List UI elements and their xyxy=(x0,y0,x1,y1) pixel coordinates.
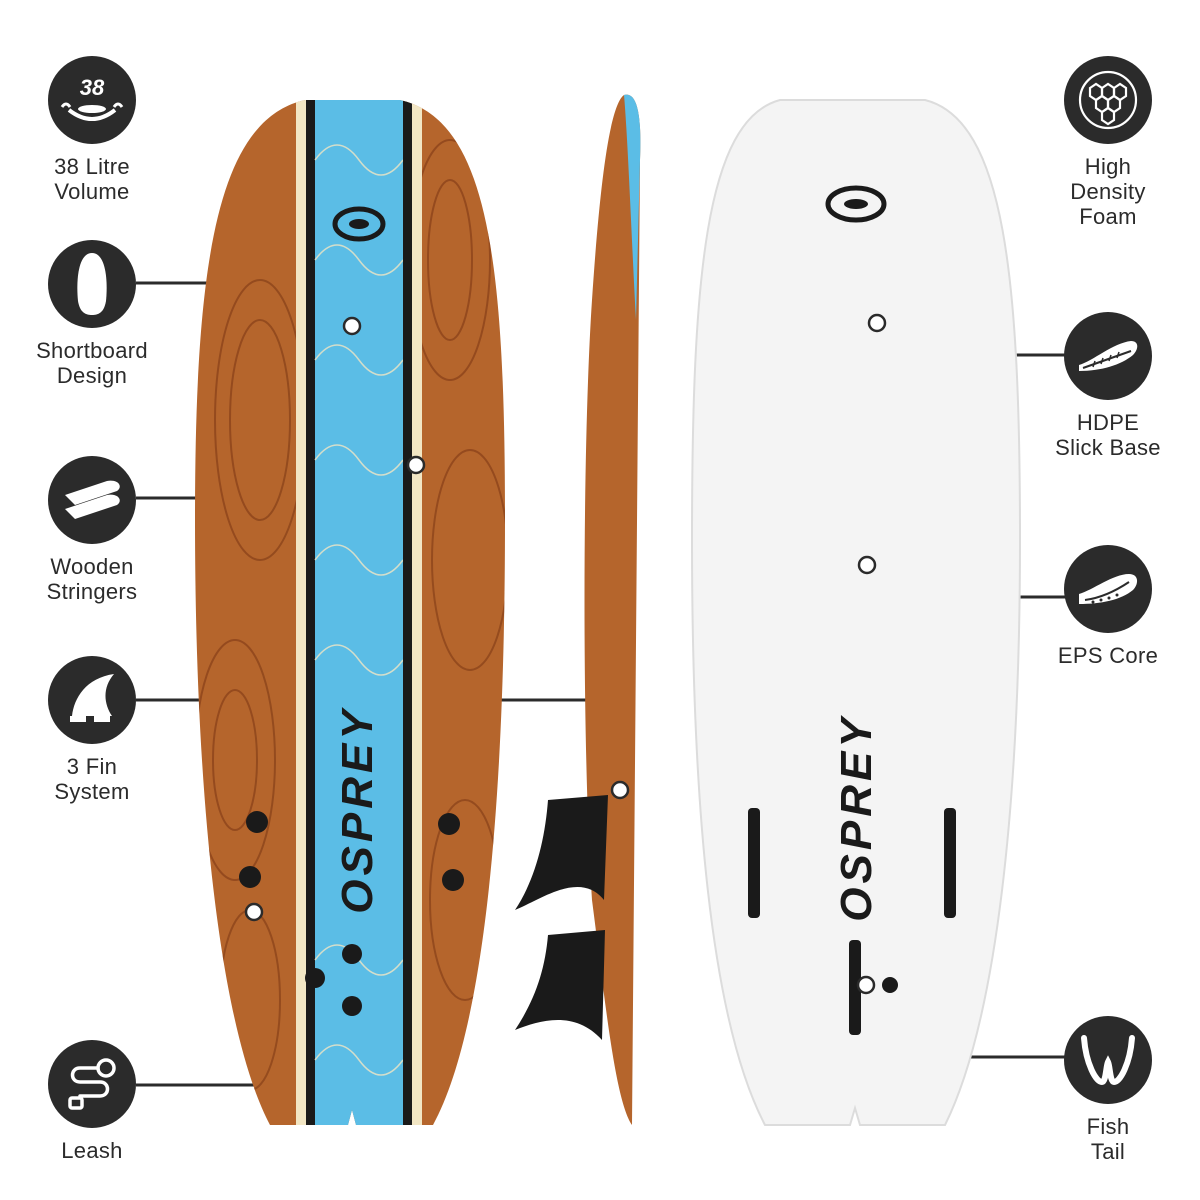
wooden-stringers-icon xyxy=(48,456,136,544)
feature-volume-label: 38 Litre Volume xyxy=(54,154,130,204)
feature-stringers-label: Wooden Stringers xyxy=(46,554,138,604)
shortboard-icon xyxy=(48,240,136,328)
feature-foam: High Density Foam xyxy=(1018,56,1198,229)
feature-volume: 38 38 Litre Volume xyxy=(2,56,182,204)
volume-38-icon: 38 xyxy=(48,56,136,144)
feature-hdpe: HDPE Slick Base xyxy=(1018,312,1198,460)
fin-icon xyxy=(48,656,136,744)
board-side-view xyxy=(515,94,641,1125)
eps-core-icon xyxy=(1064,545,1152,633)
leash-icon xyxy=(48,1040,136,1128)
feature-hdpe-label: HDPE Slick Base xyxy=(1055,410,1161,460)
hdpe-base-icon xyxy=(1064,312,1152,400)
deck-logo xyxy=(332,206,386,242)
feature-eps-core: EPS Core xyxy=(1018,545,1198,668)
foam-hexagon-icon xyxy=(1064,56,1152,144)
feature-fishtail-label: Fish Tail xyxy=(1086,1114,1130,1164)
feature-eps-label: EPS Core xyxy=(1057,643,1159,668)
bottom-logo xyxy=(825,185,887,223)
feature-fin-label: 3 Fin System xyxy=(54,754,130,804)
fish-tail-icon xyxy=(1064,1016,1152,1104)
feature-shortboard-label: Shortboard Design xyxy=(36,338,148,388)
feature-fish-tail: Fish Tail xyxy=(1018,1016,1198,1164)
badge-38-text: 38 xyxy=(80,75,105,100)
deck-plugs xyxy=(239,811,464,1016)
feature-leash-label: Leash xyxy=(61,1138,123,1163)
feature-shortboard: Shortboard Design xyxy=(2,240,182,388)
feature-fin-system: 3 Fin System xyxy=(2,656,182,804)
feature-stringers: Wooden Stringers xyxy=(2,456,182,604)
bottom-fins xyxy=(748,808,956,1035)
feature-foam-label: High Density Foam xyxy=(1070,154,1146,229)
feature-leash: Leash xyxy=(2,1040,182,1163)
